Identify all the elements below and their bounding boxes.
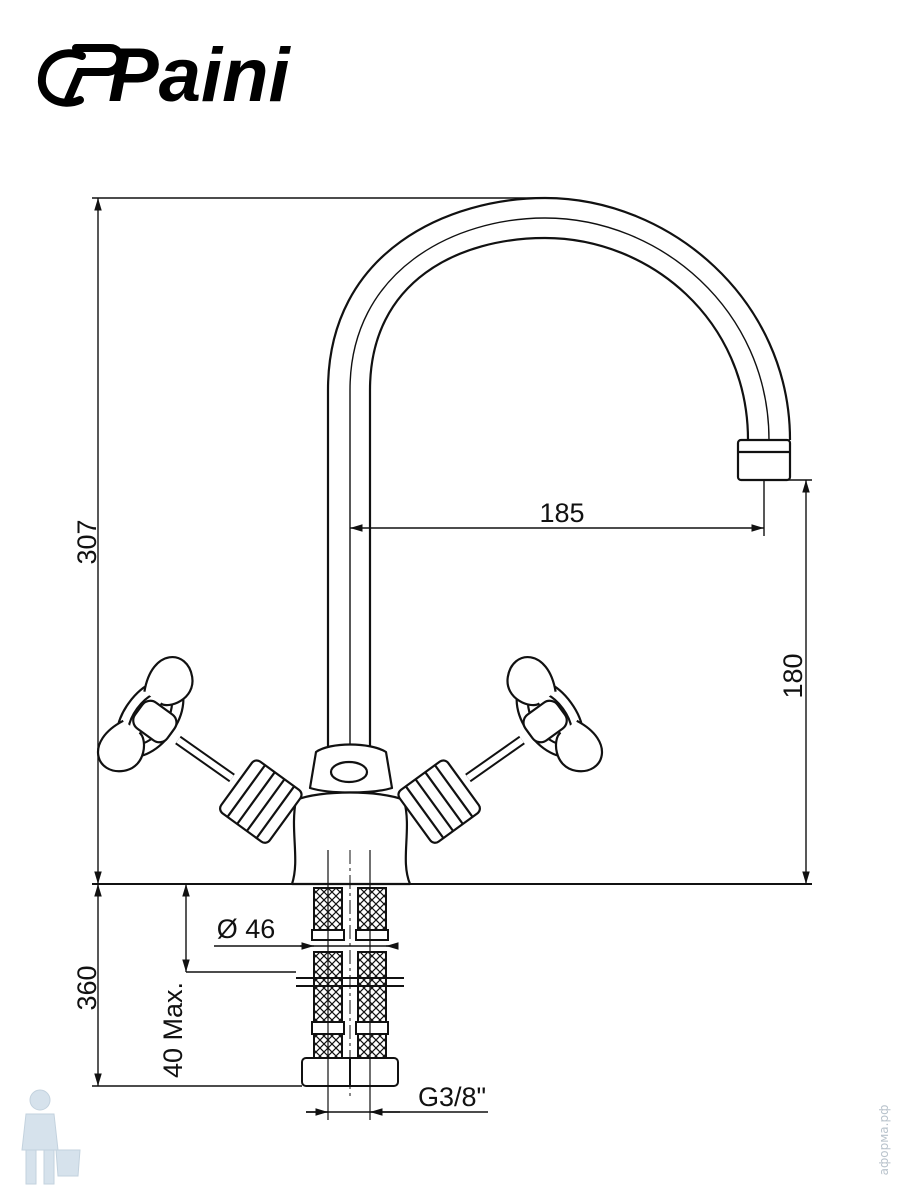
plumber-mascot-icon: [21, 1089, 81, 1185]
dim-base-diameter: Ø 46: [217, 914, 276, 944]
dim-max-counter-thickness: 40 Max.: [158, 982, 188, 1078]
dim-thread-size: G3/8": [418, 1082, 486, 1112]
faucet-body: [96, 196, 792, 886]
dimension-lines: [92, 197, 812, 1116]
logo-wordmark: Paini: [108, 33, 291, 118]
supply-hoses: [296, 850, 404, 1120]
dim-total-height: 307: [72, 519, 102, 564]
watermark-text: аформа.рф: [877, 1105, 891, 1176]
logo-mark-icon: [37, 44, 125, 107]
dim-under-counter-length: 360: [72, 965, 102, 1010]
brand-logo: Paini: [37, 33, 291, 118]
dim-spout-height: 180: [778, 653, 808, 698]
dim-spout-reach: 185: [539, 498, 584, 528]
